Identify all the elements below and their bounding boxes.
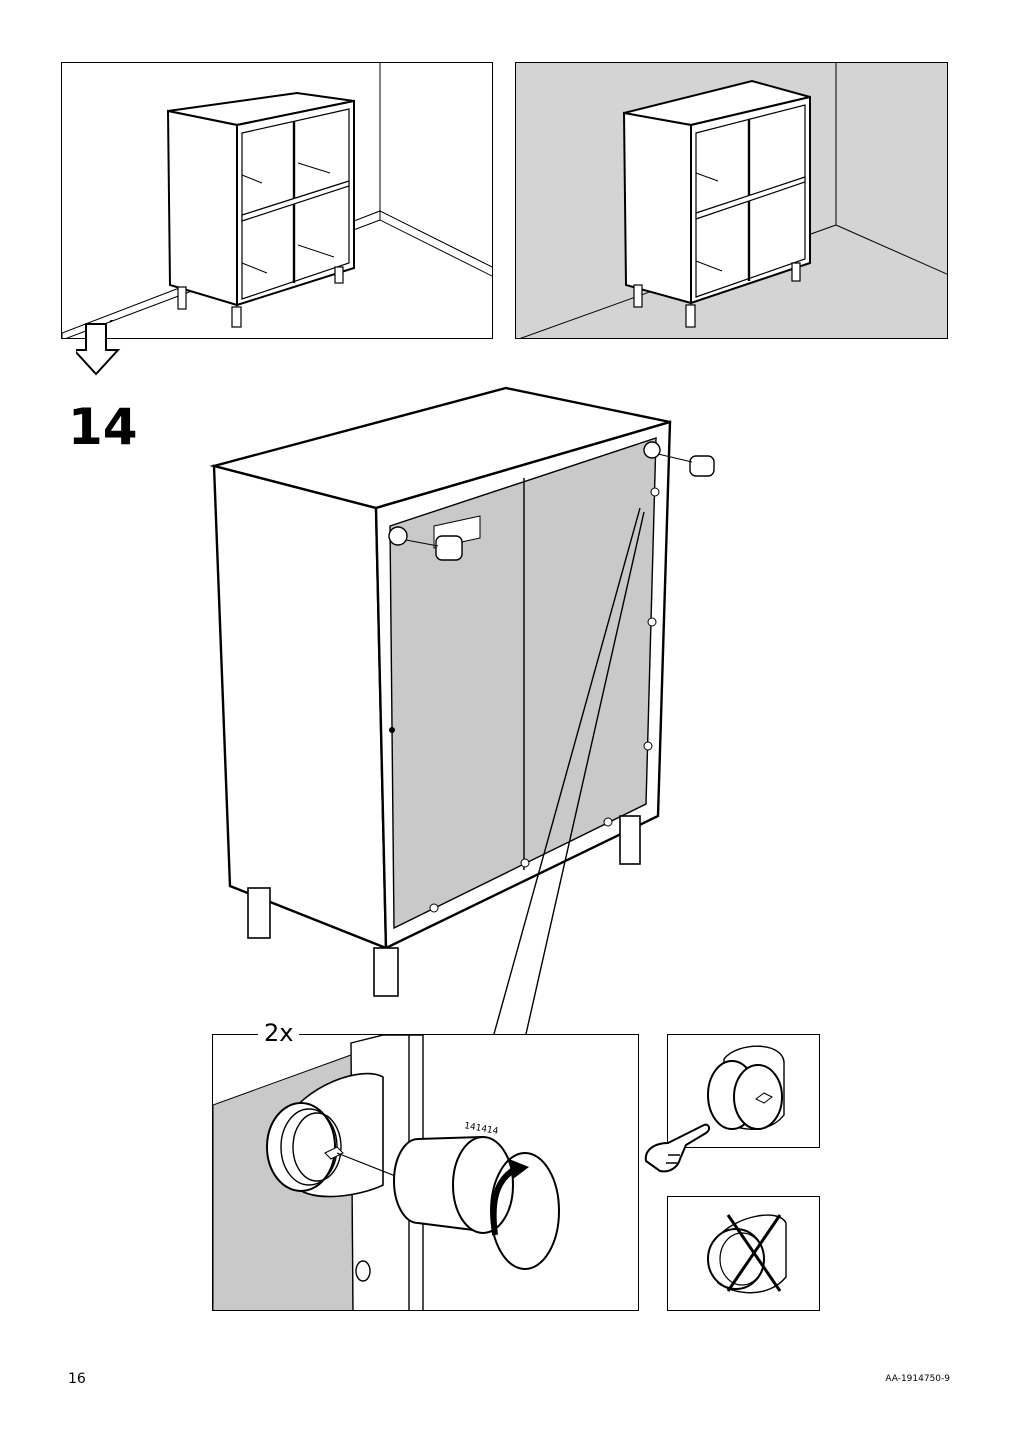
arrow-down-outline-icon <box>76 320 121 376</box>
knob-not-tightened-illustration <box>707 1214 787 1294</box>
detail-fixing-knob <box>212 1034 639 1311</box>
panel-after <box>515 62 948 339</box>
panel-before <box>61 62 493 339</box>
cabinet-back-illustration <box>209 386 715 1035</box>
knob-tightened-illustration <box>707 1045 785 1130</box>
detail-wrong-not-tightened <box>667 1196 820 1311</box>
document-code: AA-1914750-9 <box>885 1374 950 1384</box>
pointing-hand-icon <box>644 1123 710 1173</box>
quantity-label: 2x <box>258 1020 300 1046</box>
detail-correct-tightened <box>667 1034 820 1148</box>
fixing-knob-detail-illustration <box>213 1035 560 1310</box>
page-number: 16 <box>68 1371 86 1387</box>
cabinet-before-illustration <box>62 63 492 338</box>
step-number: 14 <box>68 398 138 456</box>
cabinet-after-illustration <box>520 63 947 338</box>
